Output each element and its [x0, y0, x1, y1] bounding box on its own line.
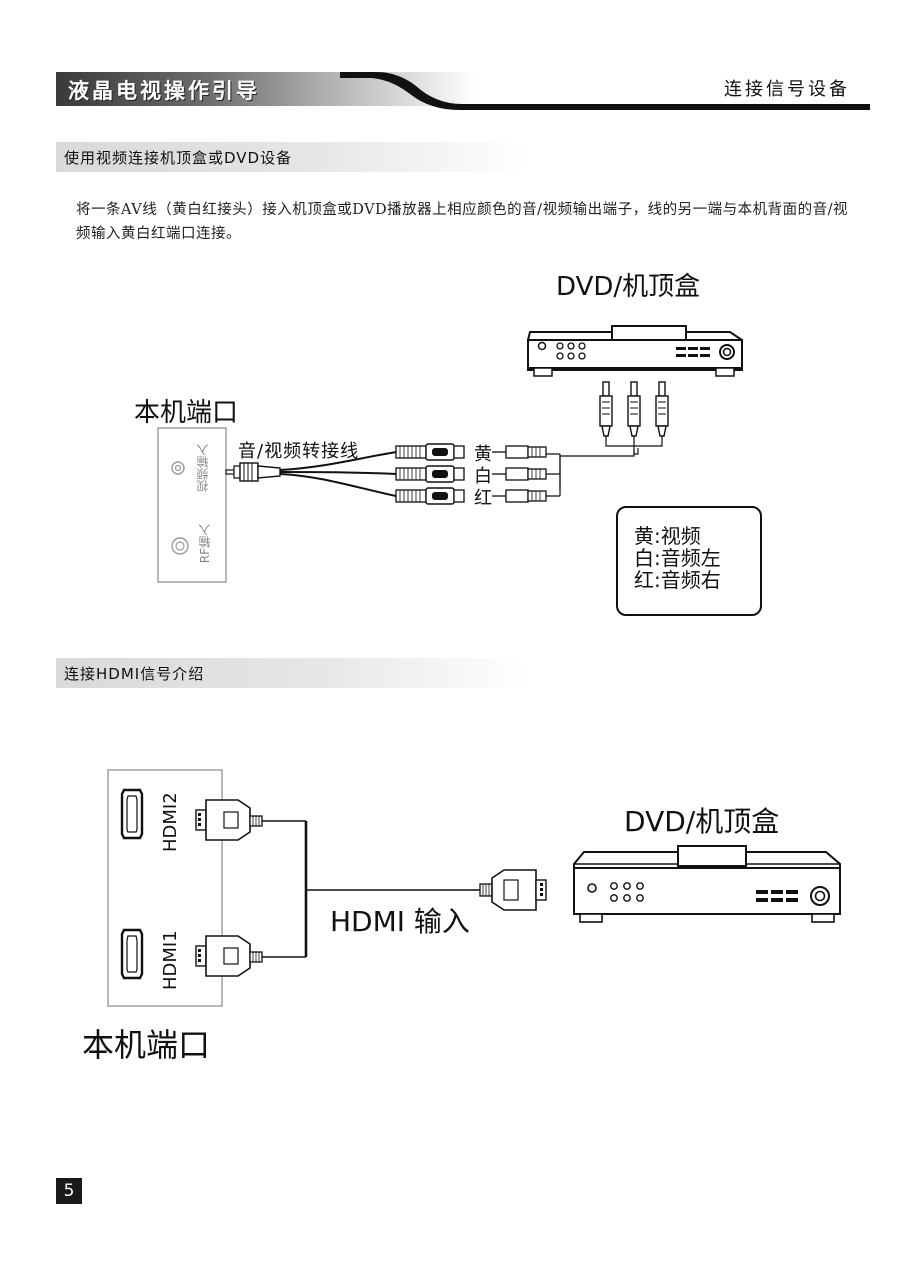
av-instructions: 将一条AV线（黄白红接头）接入机顶盒或DVD播放器上相应颜色的音/视频输出端子，… [76, 202, 848, 242]
panel-port-video-label: 视频输入 [196, 444, 210, 492]
header-title: 液晶电视操作引导 [68, 78, 260, 103]
section-bar-hdmi [56, 658, 526, 688]
section-title-hdmi: 连接HDMI信号介绍 [64, 665, 205, 683]
hdmi-cable-label: HDMI 输入 [330, 905, 470, 938]
port-panel-label: 本机端口 [134, 398, 239, 428]
plug-color-yellow: 黄 [474, 444, 493, 465]
rca-jacks-cable-side [395, 443, 465, 505]
dvd-device-label-2: DVD/机顶盒 [624, 805, 780, 838]
hdmi-plug-tv-1 [195, 935, 306, 977]
hdmi2-label: HDMI2 [160, 792, 181, 852]
hdmi-connection-diagram [107, 769, 841, 1007]
legend-row-yellow: 黄:视频 [634, 524, 701, 548]
port-panel-label-2: 本机端口 [82, 1026, 211, 1064]
legend-row-red: 红:音频右 [634, 568, 721, 592]
av-cable-label: 音/视频转接线 [238, 441, 360, 462]
panel-port-rf-label: RF输入 [198, 524, 212, 564]
page-number: 5 [56, 1178, 82, 1204]
plug-color-red: 红 [474, 488, 493, 509]
header-section-title: 连接信号设备 [724, 79, 850, 100]
rca-plugs-dvd-side [559, 381, 669, 490]
dvd-device-label: DVD/机顶盒 [556, 272, 701, 302]
legend-row-white: 白:音频左 [634, 546, 721, 570]
hdmi-port-2 [120, 788, 144, 840]
hdmi-port-1 [120, 928, 144, 980]
section-title-av: 使用视频连接机顶盒或DVD设备 [64, 149, 293, 167]
av-adapter-cable [225, 451, 397, 497]
header-rule [340, 72, 870, 110]
hdmi-plug-tv-2 [195, 799, 306, 841]
color-legend-box [616, 506, 762, 616]
hdmi1-label: HDMI1 [160, 930, 181, 990]
hdmi-plug-dvd [479, 869, 547, 911]
dvd-player-icon-2 [573, 845, 841, 923]
rca-plugs-horizontal [492, 445, 547, 503]
av-connection-diagram [157, 325, 743, 583]
plug-color-white: 白 [474, 466, 493, 487]
dvd-player-icon [527, 325, 743, 377]
tv-port-panel [157, 427, 227, 583]
section-bar-av [56, 142, 526, 172]
